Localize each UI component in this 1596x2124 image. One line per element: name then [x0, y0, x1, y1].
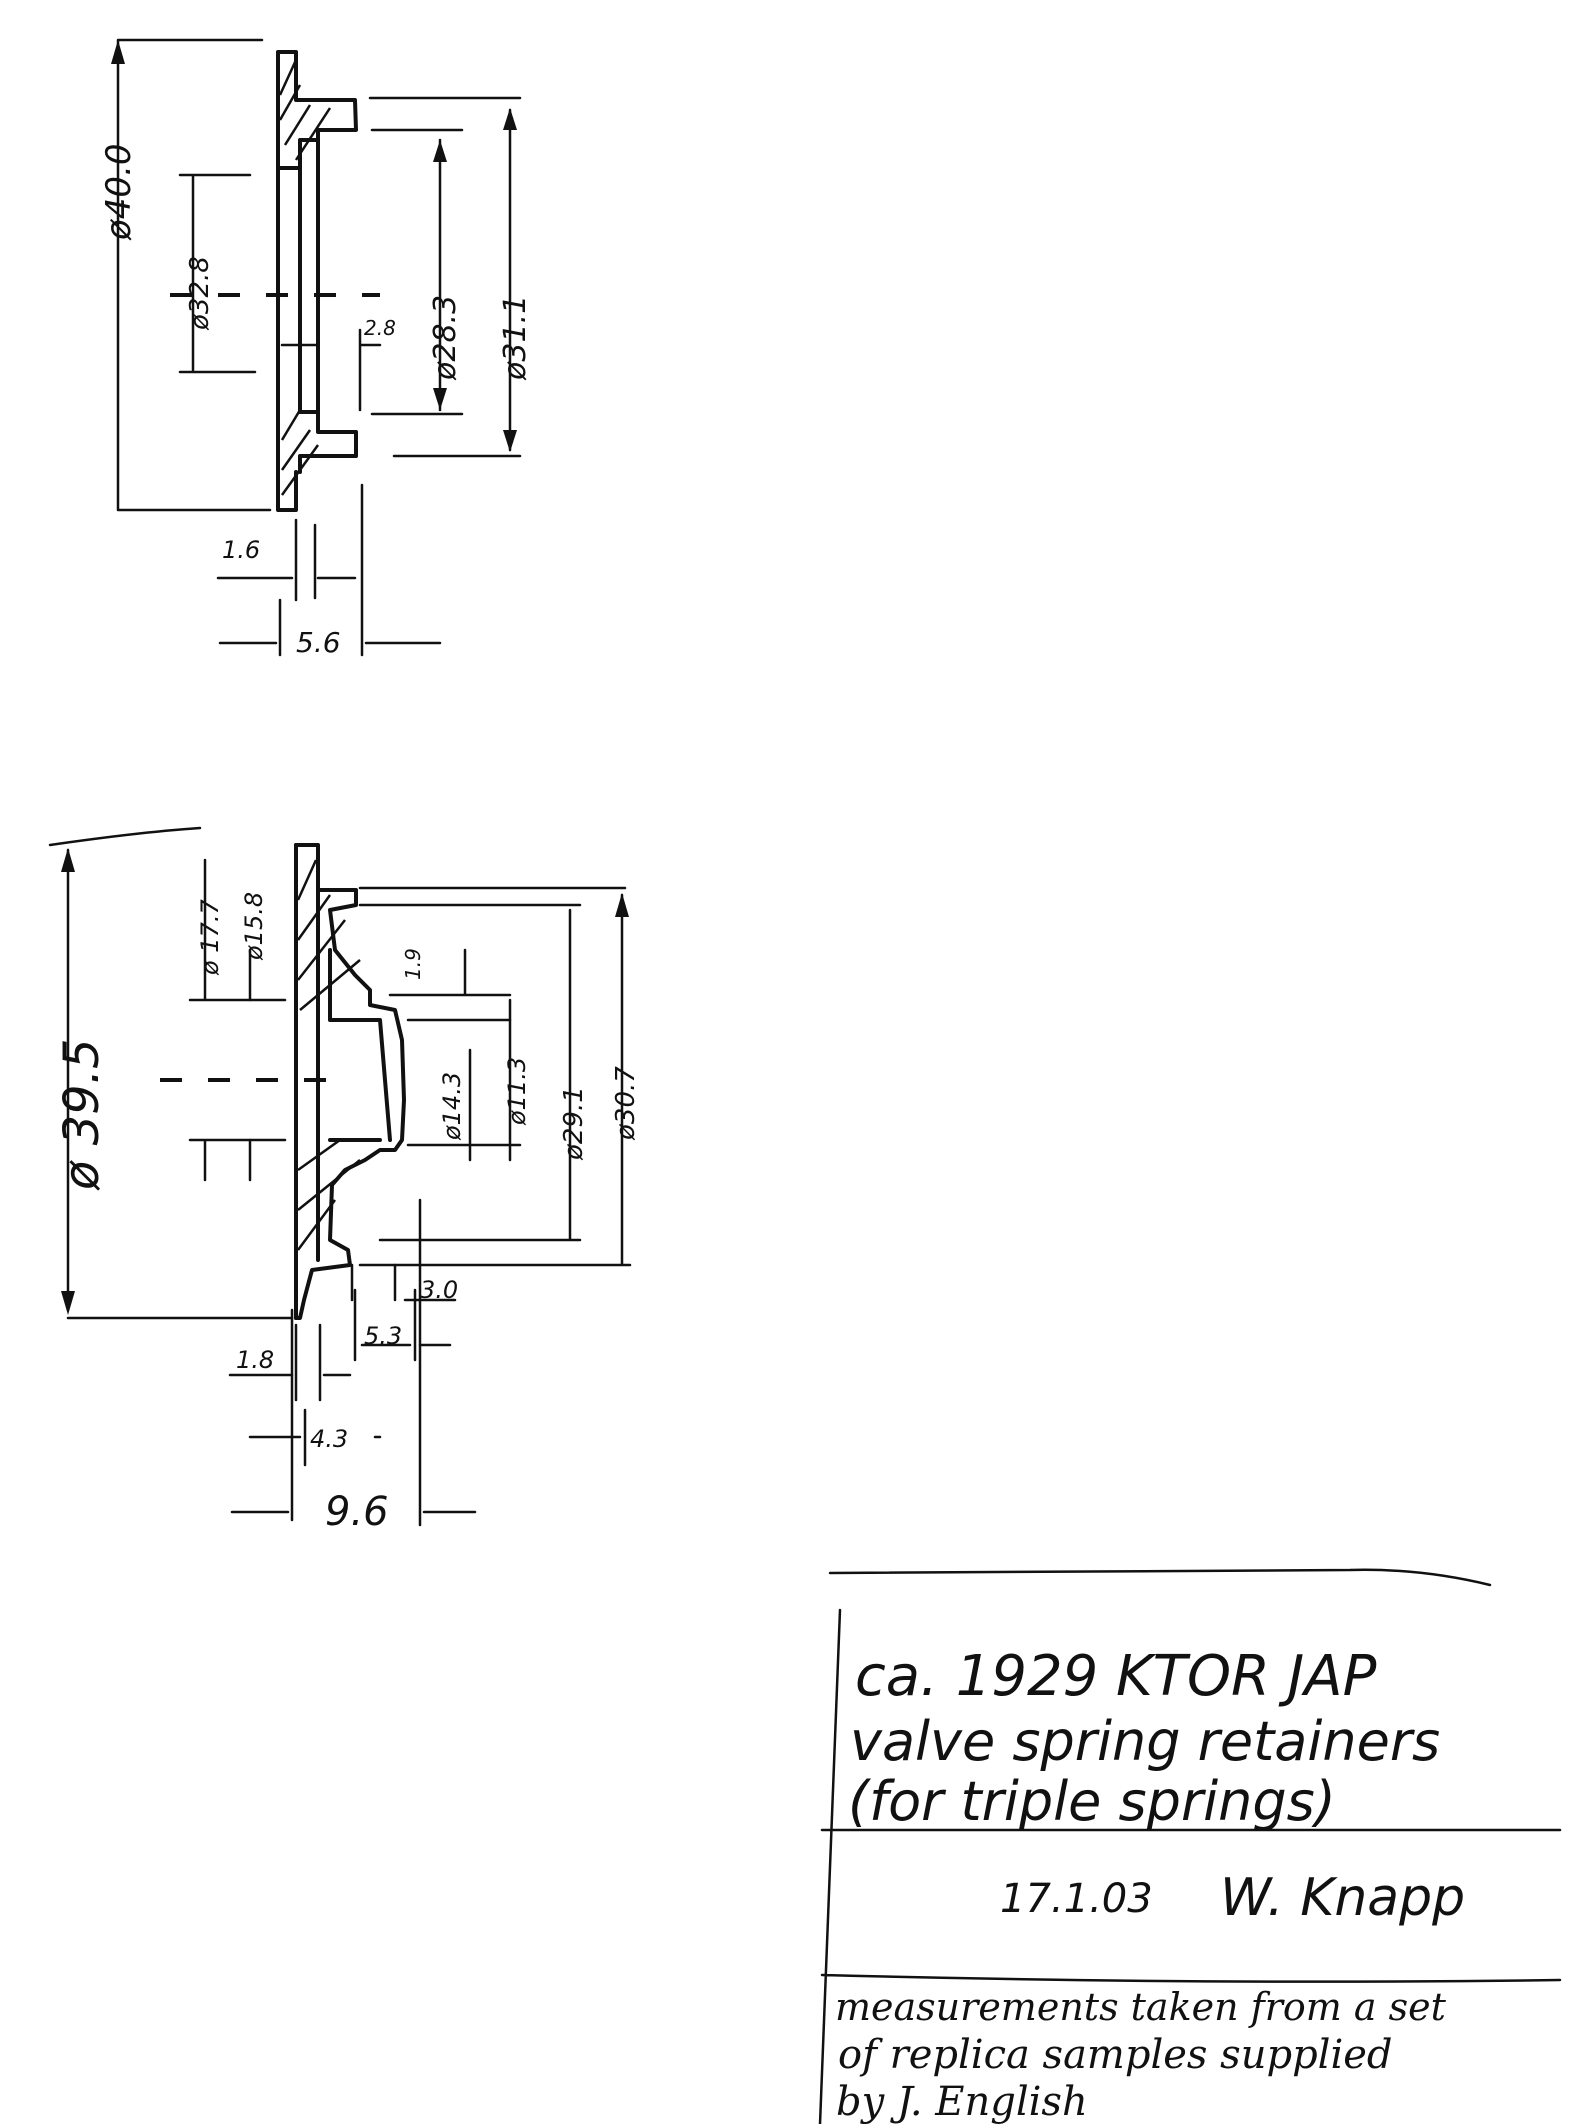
- dim-2-8-label: 2.8: [364, 316, 396, 340]
- dim-5-3-label: 5.3: [364, 1322, 402, 1350]
- dim-d39-5-label: ø 39.5: [54, 1039, 110, 1192]
- note-line-3: by J. English: [836, 2079, 1088, 2124]
- hatching-1: [278, 59, 332, 496]
- dim-d40-label: ø40.0: [99, 143, 139, 241]
- signature: W. Knapp: [1220, 1868, 1465, 1928]
- dim-line-d30-7: [358, 886, 632, 1267]
- title-line-3: (for triple springs): [848, 1770, 1336, 1833]
- arrow: [61, 848, 75, 872]
- dim-line-d39-5: [48, 826, 294, 1320]
- part-outline-1b: [276, 166, 358, 512]
- dim-line-d32-8: [178, 173, 257, 374]
- dim-line-d29-1: [358, 903, 582, 1242]
- dim-3-0-label: 3.0: [420, 1276, 458, 1304]
- dim-d31-1-label: ø31.1: [498, 295, 533, 381]
- title-line-1: ca. 1929 KTOR JAP: [855, 1644, 1377, 1709]
- title-block-frame: [818, 1568, 1562, 2124]
- note-line-2: of replica samples supplied: [838, 2032, 1393, 2078]
- dim-1-6-label: 1.6: [222, 536, 260, 564]
- arrow: [61, 1291, 75, 1315]
- part-outline-2b: [294, 843, 392, 1320]
- arrow: [503, 108, 517, 130]
- dim-line-1-6: [216, 518, 357, 602]
- dim-d28-3-label: ø28.3: [428, 295, 463, 381]
- dim-1-8-label: 1.8: [236, 1346, 274, 1374]
- dim-d14-3-label: ø14.3: [438, 1072, 466, 1141]
- title-line-2: valve spring retainers: [850, 1710, 1440, 1773]
- dim-d17-7-label: ø 17.7: [196, 899, 224, 976]
- dim-line-d14-3: [406, 1018, 522, 1162]
- dim-4-3-label: 4.3: [310, 1425, 348, 1453]
- dim-d29-1-label: ø29.1: [559, 1086, 589, 1161]
- dim-line-1-9: [388, 948, 512, 997]
- date-label: 17.1.03: [1000, 1876, 1153, 1922]
- dim-line-d40: [116, 38, 272, 512]
- dim-line-d28-3: [370, 128, 464, 416]
- dim-5-6-label: 5.6: [296, 626, 341, 659]
- dim-1-9-label: 1.9: [401, 948, 425, 980]
- dim-line-3-0: [350, 1263, 457, 1302]
- arrow: [433, 388, 447, 410]
- drawing-1: ø40.0 ø32.8 ø28.3 ø31.1 2.8 1.6 5.6: [99, 38, 533, 659]
- note-line-1: measurements taken from a set: [835, 1985, 1447, 2029]
- dim-9-6-label: 9.6: [325, 1489, 389, 1535]
- arrow: [503, 430, 517, 452]
- drawing-2: ø 39.5 ø 17.7 ø15.8 1.9 ø14.3 ø11.3 ø29.…: [48, 826, 641, 1535]
- dim-line-d31-1: [368, 96, 522, 458]
- part-outline-1: [276, 50, 358, 170]
- dim-d30-7-label: ø30.7: [611, 1066, 641, 1141]
- dim-line-9-6: [230, 1198, 477, 1527]
- dim-line-2-8: [280, 328, 382, 412]
- arrow: [111, 40, 125, 64]
- hatching-2: [296, 859, 361, 1251]
- title-block: ca. 1929 KTOR JAP valve spring retainers…: [818, 1568, 1562, 2124]
- dim-line-5-3: [353, 1288, 452, 1362]
- dim-d32-8-label: ø32.8: [185, 256, 215, 331]
- dim-line-d17-7: [188, 858, 287, 1182]
- part-outline-2: [294, 843, 406, 1320]
- arrow: [615, 893, 629, 917]
- dim-line-5-6: [218, 483, 442, 657]
- dim-d11-3-label: ø11.3: [503, 1057, 531, 1126]
- dim-d15-8-label: ø15.8: [240, 892, 268, 961]
- dim-line-1-8: [228, 1323, 352, 1402]
- arrow: [433, 140, 447, 162]
